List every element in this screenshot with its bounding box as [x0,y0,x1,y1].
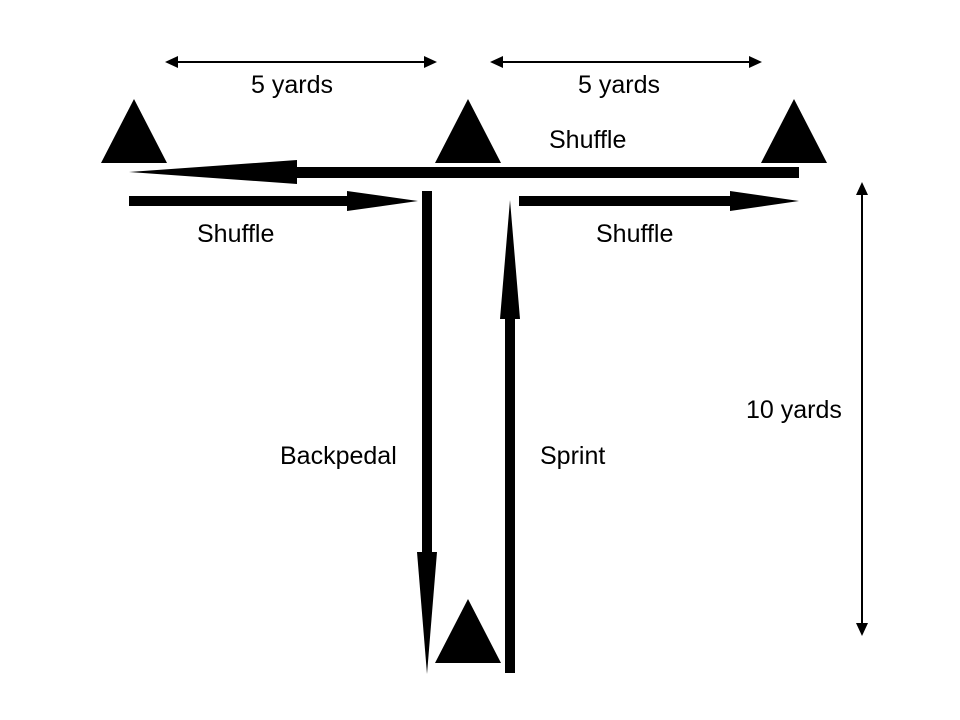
arrow-shuffle-right [519,191,799,211]
arrow-backpedal [417,191,437,674]
cone-bottom [435,599,501,663]
dimension-arrow-left-gap [165,56,437,68]
cone-right [761,99,827,163]
label-shuffle-right: Shuffle [596,220,674,248]
label-sprint: Sprint [540,442,606,470]
label-depth: 10 yards [746,396,842,424]
arrow-sprint [500,200,520,673]
label-left-gap: 5 yards [251,71,333,99]
dimension-arrow-depth [856,182,868,636]
arrow-shuffle-left [129,191,418,211]
label-shuffle-back: Shuffle [549,126,627,154]
arrow-shuffle-back [129,160,799,184]
cone-left [101,99,167,163]
label-backpedal: Backpedal [280,442,397,470]
label-shuffle-left: Shuffle [197,220,275,248]
dimension-arrow-right-gap [490,56,762,68]
label-right-gap: 5 yards [578,71,660,99]
cone-center [435,99,501,163]
